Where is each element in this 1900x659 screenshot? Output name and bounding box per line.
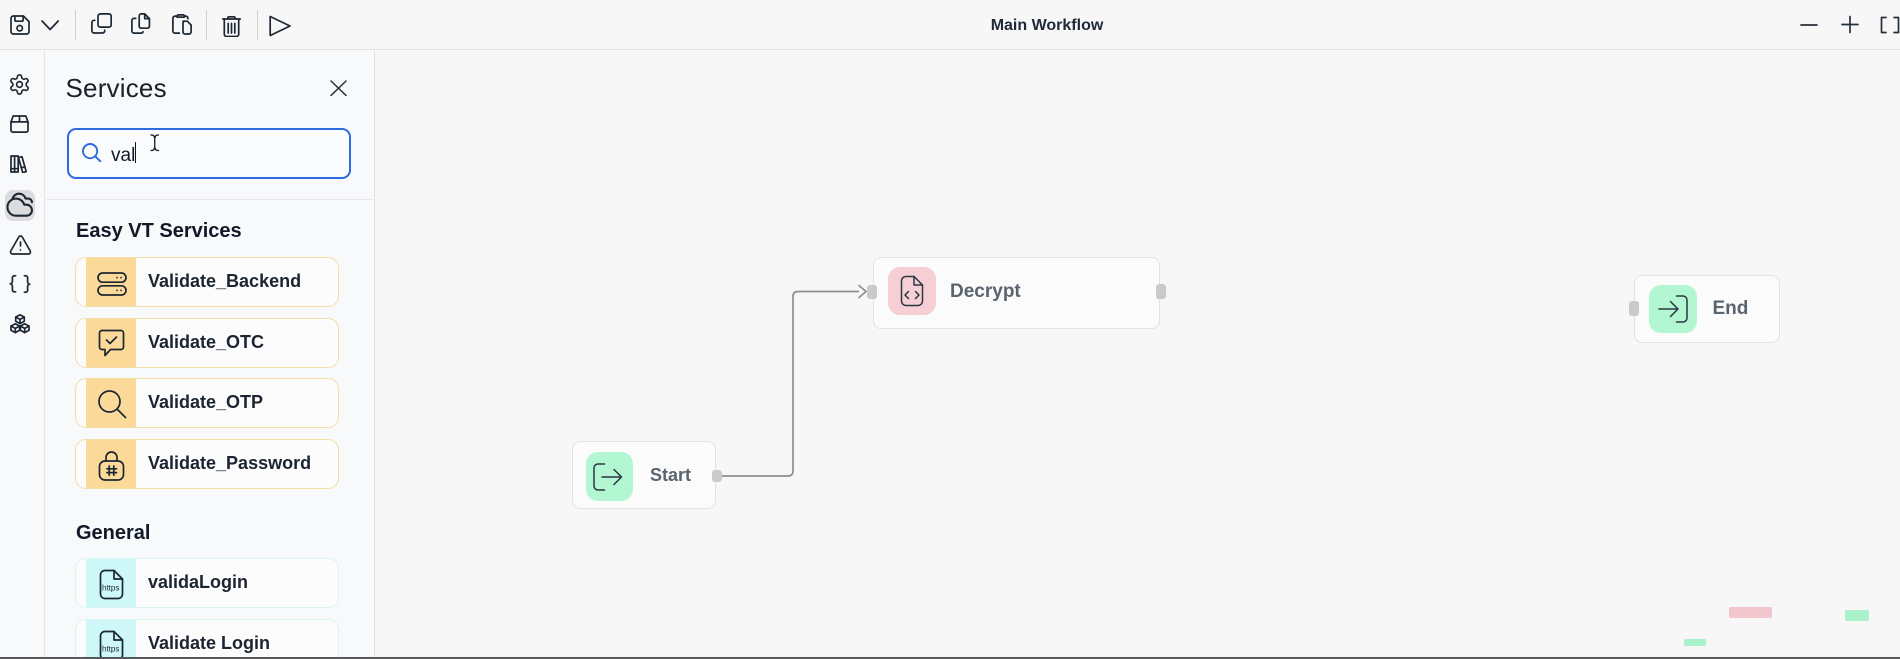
svg-text:https: https [102,584,119,593]
svg-text:https: https [102,645,119,654]
